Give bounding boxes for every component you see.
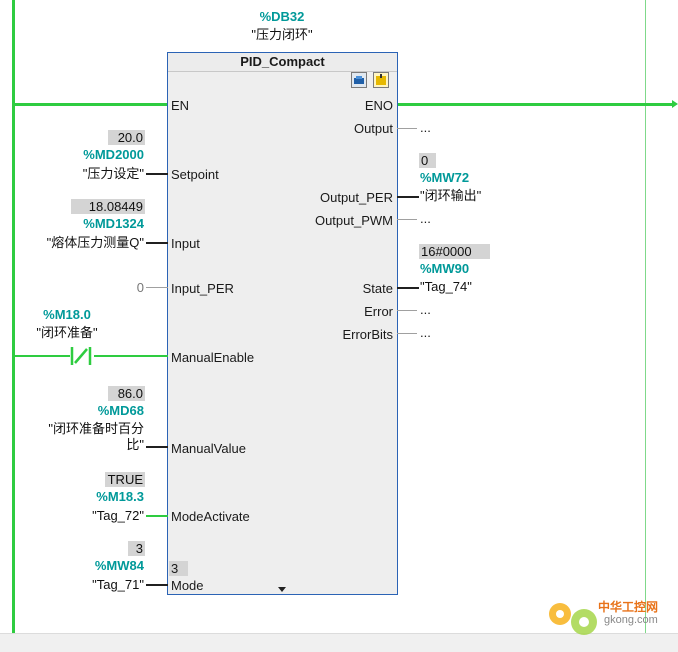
output-per-address[interactable]: %MW72	[420, 170, 470, 185]
input-wire	[146, 242, 168, 244]
manual-value-symbol-line2[interactable]: 比"	[126, 437, 144, 452]
input-symbol[interactable]: "熔体压力测量Q"	[46, 235, 144, 250]
eno-rung-line	[397, 103, 675, 106]
pid-compact-block[interactable]: PID_Compact 3	[167, 52, 398, 595]
expand-arrow-icon[interactable]	[278, 587, 286, 592]
setpoint-symbol[interactable]: "压力设定"	[82, 166, 144, 181]
mode-activate-value[interactable]: TRUE	[105, 472, 145, 487]
input-address[interactable]: %MD1324	[83, 216, 144, 231]
mode-value[interactable]: 3	[128, 541, 145, 556]
setpoint-wire	[146, 173, 168, 175]
pin-error-bits: ErrorBits	[342, 327, 393, 342]
pin-output-per: Output_PER	[320, 190, 393, 205]
power-rail-right	[645, 0, 646, 633]
manual-value-value[interactable]: 86.0	[108, 386, 145, 401]
output-wire	[397, 128, 417, 129]
watermark-site: gkong.com	[604, 614, 658, 626]
watermark-brand: 中华工控网	[598, 600, 659, 614]
pin-manual-value: ManualValue	[171, 441, 246, 456]
mode-address[interactable]: %MW84	[94, 558, 144, 573]
input-per-wire	[146, 287, 168, 288]
normally-closed-contact-icon[interactable]	[68, 346, 94, 366]
error-placeholder[interactable]: ...	[420, 302, 431, 317]
manual-enable-symbol[interactable]: "闭环准备"	[36, 325, 98, 340]
output-per-value[interactable]: 0	[419, 153, 436, 168]
pin-manual-enable: ManualEnable	[171, 350, 255, 365]
state-address[interactable]: %MW90	[420, 261, 470, 276]
instance-db-name[interactable]: "压力闭环"	[251, 27, 313, 42]
parameter-view-icon[interactable]	[351, 72, 367, 88]
pin-eno: ENO	[364, 98, 393, 113]
output-per-wire	[397, 196, 419, 198]
setpoint-value[interactable]: 20.0	[108, 130, 145, 145]
gkong-logo-icon	[544, 596, 604, 638]
editor-footer	[0, 633, 678, 652]
output-placeholder[interactable]: ...	[420, 120, 431, 135]
instance-db-address[interactable]: %DB32	[259, 9, 305, 24]
mode-wire	[146, 584, 168, 586]
pin-input: Input	[171, 236, 200, 251]
power-rail-left	[12, 0, 15, 633]
block-title: PID_Compact	[168, 53, 397, 72]
manual-enable-rung-left	[12, 355, 70, 357]
output-pwm-wire	[397, 219, 417, 220]
pin-setpoint: Setpoint	[171, 167, 219, 182]
pin-output-pwm: Output_PWM	[314, 213, 393, 228]
manual-enable-rung-right	[94, 355, 168, 357]
mode-inner-value: 3	[169, 561, 188, 576]
manual-value-address[interactable]: %MD68	[97, 403, 144, 418]
state-symbol[interactable]: "Tag_74"	[420, 279, 472, 294]
manual-enable-address[interactable]: %M18.0	[43, 307, 91, 322]
pin-mode: Mode	[171, 578, 204, 593]
input-per-value[interactable]: 0	[136, 280, 144, 295]
pin-error: Error	[364, 304, 393, 319]
error-bits-placeholder[interactable]: ...	[420, 325, 431, 340]
en-rung-line	[12, 103, 168, 106]
error-bits-wire	[397, 333, 417, 334]
mode-activate-address[interactable]: %M18.3	[96, 489, 144, 504]
manual-value-symbol-line1[interactable]: "闭环准备时百分	[48, 421, 144, 436]
pin-output: Output	[353, 121, 393, 136]
pin-input-per: Input_PER	[171, 281, 234, 296]
mode-activate-wire	[146, 515, 168, 517]
commissioning-icon[interactable]	[373, 72, 389, 88]
mode-symbol[interactable]: "Tag_71"	[92, 577, 144, 592]
pin-en: EN	[171, 98, 190, 113]
setpoint-address[interactable]: %MD2000	[83, 147, 144, 162]
input-value[interactable]: 18.08449	[71, 199, 145, 214]
state-value[interactable]: 16#0000	[419, 244, 490, 259]
eno-arrow-icon	[672, 100, 678, 108]
error-wire	[397, 310, 417, 311]
pin-state: State	[362, 281, 393, 296]
state-wire	[397, 287, 419, 289]
pin-mode-activate: ModeActivate	[171, 509, 250, 524]
output-per-symbol[interactable]: "闭环输出"	[420, 188, 482, 203]
output-pwm-placeholder[interactable]: ...	[420, 211, 431, 226]
manual-value-wire	[146, 446, 168, 448]
mode-activate-symbol[interactable]: "Tag_72"	[92, 508, 144, 523]
